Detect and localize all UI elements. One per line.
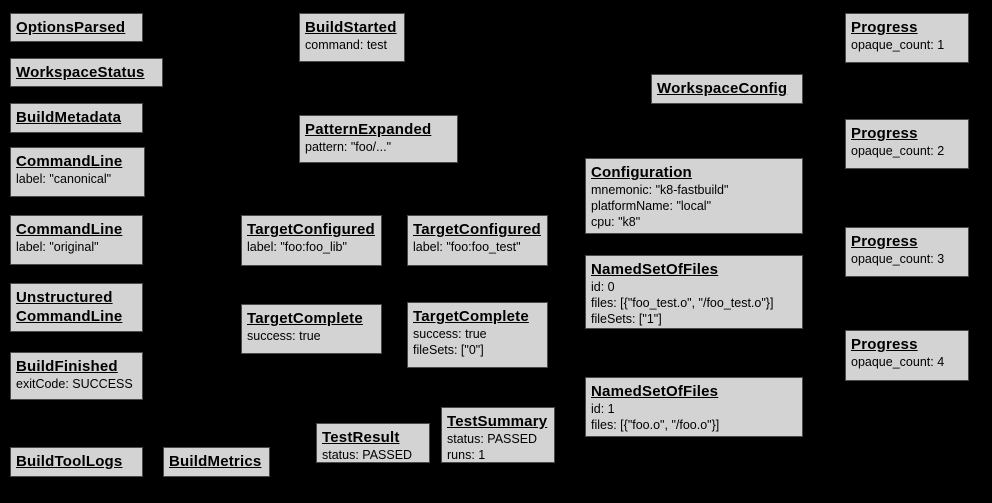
node-title: PatternExpanded xyxy=(305,121,432,138)
node-field: files: [{"foo_test.o", "/foo_test.o"}] xyxy=(591,296,774,310)
node-target-configured-foo-test: TargetConfigured label: "foo:foo_test" xyxy=(407,215,548,266)
node-title: Progress xyxy=(851,125,918,142)
node-progress-1: Progress opaque_count: 1 xyxy=(845,13,969,63)
node-test-result: TestResult status: PASSED xyxy=(316,423,430,463)
node-field: platformName: "local" xyxy=(591,199,712,213)
node-title: Progress xyxy=(851,336,918,353)
node-title: OptionsParsed xyxy=(16,19,126,36)
node-configuration: Configuration mnemonic: "k8-fastbuild" p… xyxy=(585,158,803,234)
node-progress-2: Progress opaque_count: 2 xyxy=(845,119,969,169)
node-workspace-status: WorkspaceStatus xyxy=(10,58,163,87)
node-test-summary: TestSummary status: PASSED runs: 1 xyxy=(441,407,555,463)
node-field: fileSets: ["0"] xyxy=(413,343,484,357)
node-title: BuildMetadata xyxy=(16,109,122,126)
node-target-complete-lib: TargetComplete success: true xyxy=(241,304,382,354)
node-pattern-expanded: PatternExpanded pattern: "foo/..." xyxy=(299,115,458,163)
node-title: TestSummary xyxy=(447,413,548,430)
node-field: command: test xyxy=(305,38,387,52)
node-build-finished: BuildFinished exitCode: SUCCESS xyxy=(10,352,143,400)
node-workspace-config: WorkspaceConfig xyxy=(651,74,803,104)
node-field: opaque_count: 4 xyxy=(851,355,945,369)
node-build-metadata: BuildMetadata xyxy=(10,103,143,133)
node-title: TargetConfigured xyxy=(413,221,541,238)
node-command-line-canonical: CommandLine label: "canonical" xyxy=(10,147,145,197)
node-title: Configuration xyxy=(591,164,692,181)
node-build-tool-logs: BuildToolLogs xyxy=(10,447,143,477)
node-title: TargetComplete xyxy=(413,308,529,325)
node-title: WorkspaceStatus xyxy=(16,64,145,81)
node-field: label: "foo:foo_test" xyxy=(413,240,521,254)
node-title: TestResult xyxy=(322,429,400,446)
node-field: opaque_count: 1 xyxy=(851,38,945,52)
node-title: Progress xyxy=(851,233,918,250)
node-named-set-of-files-0: NamedSetOfFiles id: 0 files: [{"foo_test… xyxy=(585,255,803,329)
node-field: label: "foo:foo_lib" xyxy=(247,240,347,254)
node-field: success: true xyxy=(247,329,321,343)
node-field: id: 1 xyxy=(591,402,615,416)
node-field: opaque_count: 2 xyxy=(851,144,945,158)
node-field: label: "original" xyxy=(16,240,99,254)
node-title: NamedSetOfFiles xyxy=(591,383,719,400)
node-title: TargetConfigured xyxy=(247,221,375,238)
node-build-metrics: BuildMetrics xyxy=(163,447,270,477)
node-title: Unstructured CommandLine xyxy=(16,289,123,325)
node-title: WorkspaceConfig xyxy=(657,80,788,97)
node-field: runs: 1 xyxy=(447,448,486,462)
node-title: CommandLine xyxy=(16,153,123,170)
node-field: mnemonic: "k8-fastbuild" xyxy=(591,183,729,197)
node-title: NamedSetOfFiles xyxy=(591,261,719,278)
node-field: status: PASSED xyxy=(322,448,413,462)
node-build-started: BuildStarted command: test xyxy=(299,13,405,62)
node-title: TargetComplete xyxy=(247,310,363,327)
node-title: Progress xyxy=(851,19,918,36)
node-title: BuildMetrics xyxy=(169,453,262,470)
node-field: exitCode: SUCCESS xyxy=(16,377,133,391)
node-field: id: 0 xyxy=(591,280,615,294)
node-field: files: [{"foo.o", "/foo.o"}] xyxy=(591,418,720,432)
node-progress-3: Progress opaque_count: 3 xyxy=(845,227,969,277)
node-field: pattern: "foo/..." xyxy=(305,140,392,154)
node-field: label: "canonical" xyxy=(16,172,112,186)
node-progress-4: Progress opaque_count: 4 xyxy=(845,330,969,381)
node-field: opaque_count: 3 xyxy=(851,252,945,266)
node-target-complete-test: TargetComplete success: true fileSets: [… xyxy=(407,302,548,368)
node-field: status: PASSED xyxy=(447,432,538,446)
node-field: success: true xyxy=(413,327,487,341)
node-title: BuildToolLogs xyxy=(16,453,123,470)
node-unstructured-command-line: Unstructured CommandLine xyxy=(10,283,143,332)
node-command-line-original: CommandLine label: "original" xyxy=(10,215,143,265)
node-title: BuildFinished xyxy=(16,358,118,375)
node-field: cpu: "k8" xyxy=(591,215,641,229)
node-target-configured-foo-lib: TargetConfigured label: "foo:foo_lib" xyxy=(241,215,382,266)
node-title: CommandLine xyxy=(16,221,123,238)
node-field: fileSets: ["1"] xyxy=(591,312,662,326)
node-options-parsed: OptionsParsed xyxy=(10,13,143,42)
node-named-set-of-files-1: NamedSetOfFiles id: 1 files: [{"foo.o", … xyxy=(585,377,803,437)
node-title: BuildStarted xyxy=(305,19,397,36)
